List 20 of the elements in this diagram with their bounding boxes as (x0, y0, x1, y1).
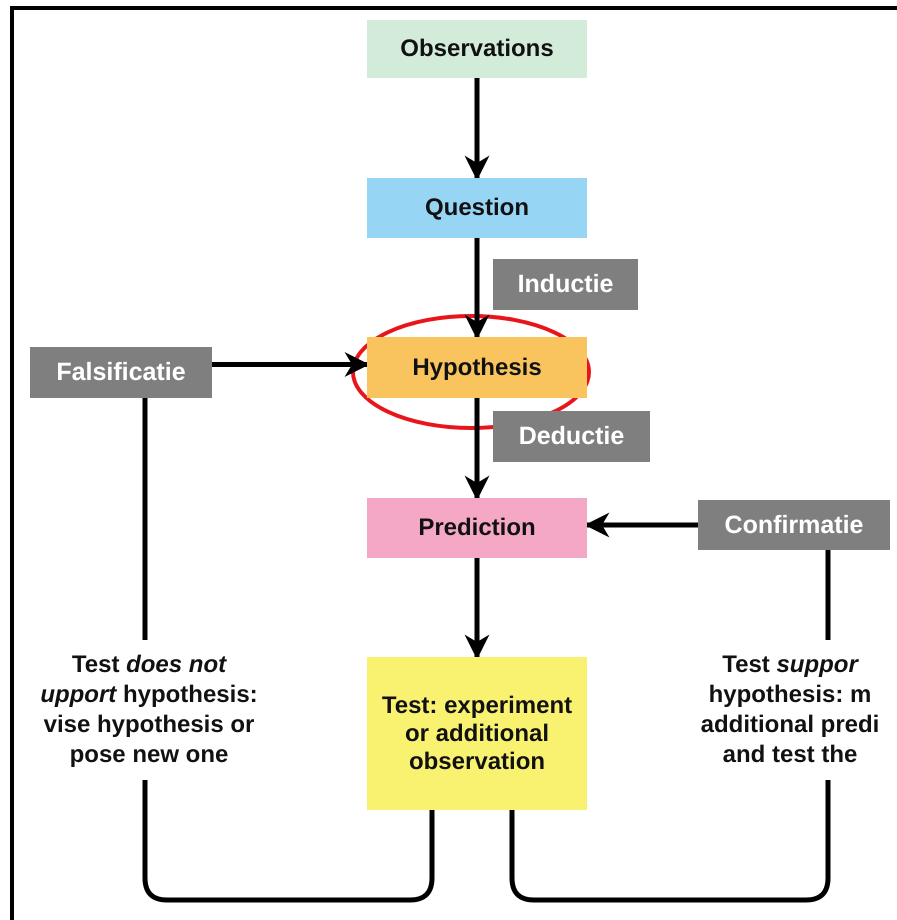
label-box: Confirmatie (698, 500, 890, 550)
process-box: Hypothesis (367, 337, 587, 398)
arrow (212, 352, 370, 377)
label-box: Deductie (493, 411, 650, 462)
connector-line (510, 780, 830, 902)
connector-line (826, 550, 830, 640)
label-box: Inductie (493, 259, 638, 310)
process-box: Test: experiment or additional observation (367, 657, 587, 810)
note-text: Test does not upport hypothesis: vise hypothesis or pose new one (38, 640, 260, 780)
arrow (464, 398, 490, 500)
arrow (464, 78, 490, 180)
process-box: Prediction (367, 498, 587, 558)
connector-line (142, 398, 148, 640)
connector-line (142, 780, 434, 902)
process-box: Question (367, 178, 587, 238)
note-text: Test suppor hypothesis: m additional predi and test the (690, 640, 890, 780)
process-box: Observations (367, 20, 587, 78)
arrow (464, 238, 490, 340)
arrow (464, 558, 490, 660)
label-box: Falsificatie (30, 347, 212, 398)
